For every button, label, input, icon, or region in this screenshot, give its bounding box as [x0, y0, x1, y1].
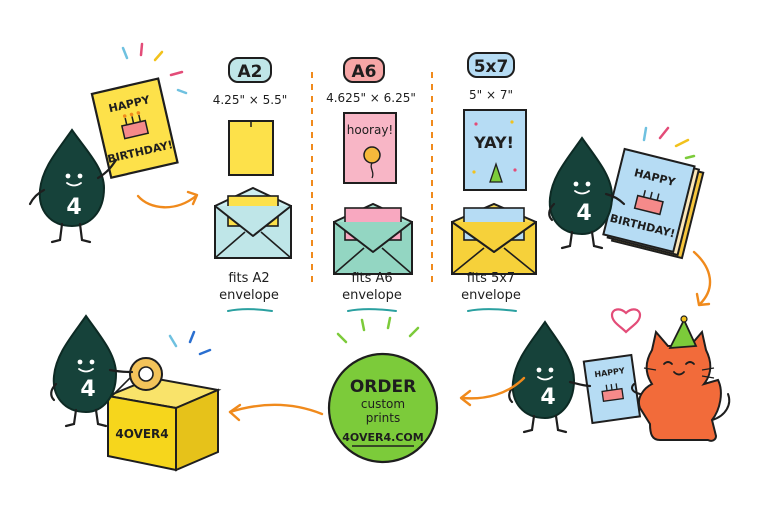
card-stack: HAPPY BIRTHDAY!	[602, 147, 705, 260]
size-name: A2	[238, 62, 263, 82]
mascot-giving-card-to-cat: 4 HAPPY	[508, 308, 731, 442]
mascot-number: 4	[66, 195, 81, 220]
small-card-happy-text: HAPPY	[594, 366, 626, 379]
heart-icon	[610, 308, 642, 334]
size-badge	[467, 52, 515, 78]
mascot-body	[52, 314, 118, 414]
party-hat-icon	[489, 161, 503, 183]
size-name: A6	[352, 62, 377, 82]
sparkle-icon	[168, 330, 212, 356]
flow-arrow	[136, 190, 199, 209]
sparkle-icon	[642, 126, 696, 160]
size-column-a2: A2 4.25" × 5.5" fits A2 envelope	[213, 57, 292, 312]
cat	[631, 315, 731, 442]
small-birthday-card: HAPPY	[582, 353, 642, 425]
tape-roll-icon	[111, 357, 163, 397]
box-label: 4OVER4	[115, 427, 168, 441]
mascot-body	[548, 136, 614, 236]
cta-circle	[327, 352, 439, 464]
cta-line3: prints	[366, 411, 400, 425]
envelope-text: envelope	[342, 288, 402, 303]
mascot-with-birthday-card: HAPPY BIRTHDAY! 4	[28, 42, 188, 244]
size-dims: 5" × 7"	[469, 88, 513, 102]
sparkle-icon	[121, 42, 188, 95]
cta-line2: custom	[361, 397, 405, 411]
card-blank	[228, 120, 274, 176]
mascot-packing-box: 4OVER4 4	[50, 314, 222, 472]
size-badge	[343, 57, 385, 83]
mascot-body	[511, 320, 576, 420]
fits-text: fits 5x7	[467, 271, 515, 286]
flow-arrow	[459, 376, 526, 407]
balloon-icon	[363, 146, 381, 164]
size-column-a6: A6 4.625" × 6.25" hooray! fits A6 envelo…	[326, 57, 416, 312]
envelope-text: envelope	[461, 288, 521, 303]
cta-url[interactable]: 4OVER4.COM	[342, 431, 423, 444]
size-column-5x7: 5x7 5" × 7" YAY! fits 5x7 envelope	[451, 52, 537, 312]
order-cta[interactable]: ORDER custom prints 4OVER4.COM	[327, 316, 439, 464]
mascot-number: 4	[576, 201, 591, 226]
mascot-number: 4	[540, 385, 555, 410]
envelope-icon	[214, 186, 292, 259]
envelope-icon	[333, 202, 413, 275]
size-dims: 4.625" × 6.25"	[326, 91, 416, 105]
size-badge	[228, 57, 272, 83]
sparkle-icon	[336, 316, 420, 344]
flow-arrow	[692, 250, 712, 307]
size-name: 5x7	[474, 57, 509, 77]
envelope-icon	[451, 202, 537, 275]
size-dims: 4.25" × 5.5"	[213, 93, 288, 107]
flow-arrow	[228, 403, 324, 422]
card-hooray-text: hooray!	[347, 123, 394, 137]
mascot-with-card-stack: HAPPY BIRTHDAY! 4	[548, 126, 705, 260]
shipping-box: 4OVER4	[104, 376, 222, 472]
card-yay-text: YAY!	[473, 133, 514, 152]
birthday-card: HAPPY BIRTHDAY!	[90, 77, 179, 180]
mascot-body	[38, 128, 106, 228]
fits-text: fits A6	[351, 271, 392, 286]
cta-line1: ORDER	[350, 377, 416, 397]
mascot-number: 4	[80, 377, 95, 402]
envelope-text: envelope	[219, 288, 279, 303]
party-hat-icon	[668, 317, 698, 350]
fits-text: fits A2	[228, 271, 269, 286]
